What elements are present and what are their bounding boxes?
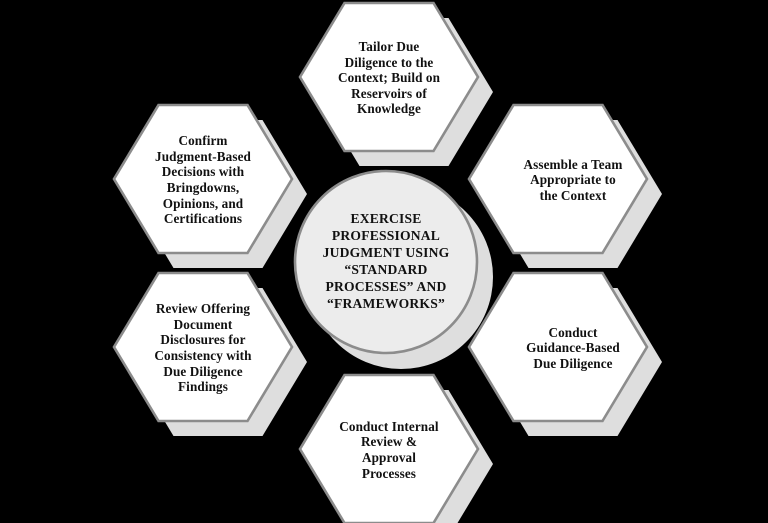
center-circle[interactable] — [293, 169, 479, 355]
